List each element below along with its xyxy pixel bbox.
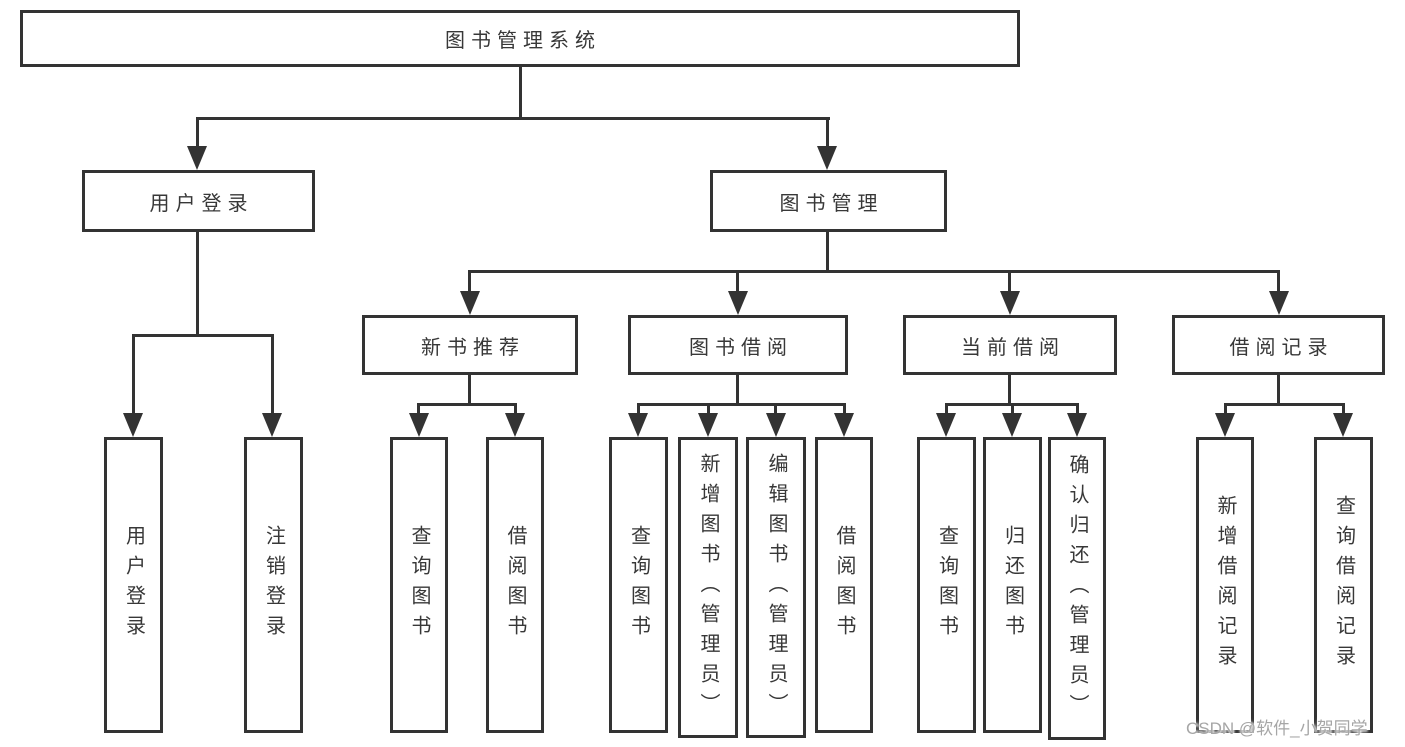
connector-stem (1076, 403, 1079, 417)
connector-stem-book-management (826, 117, 829, 150)
arrowhead-user-login (187, 146, 207, 170)
connector-user-login-horizontal (132, 334, 274, 337)
node-user-login: 用户登录 (82, 170, 315, 232)
arrowhead-leaf (936, 413, 956, 437)
connector-stem-borrow-records (1277, 270, 1280, 295)
arrowhead-leaf (834, 413, 854, 437)
node-leaf-query-book-borrow: 查询图书 (609, 437, 668, 733)
node-current-borrow: 当前借阅 (903, 315, 1117, 375)
connector-stem-user-login (196, 117, 199, 150)
node-leaf-borrow-book-recommend-label: 借阅图书 (504, 525, 526, 645)
connector-stem-current-borrow (1008, 270, 1011, 295)
node-leaf-borrow-book-borrow: 借阅图书 (815, 437, 873, 733)
node-book-borrow: 图书借阅 (628, 315, 848, 375)
connector-stem (707, 403, 710, 417)
node-current-borrow-label: 当前借阅 (961, 336, 1065, 359)
arrowhead-leaf (766, 413, 786, 437)
node-leaf-add-borrow-record: 新增借阅记录 (1196, 437, 1254, 733)
connector-stem (1224, 403, 1227, 417)
connector-book-borrow-horizontal (637, 403, 846, 406)
arrowhead-leaf (1215, 413, 1235, 437)
node-leaf-query-book-current-label: 查询图书 (935, 525, 958, 645)
connector-stem (637, 403, 640, 417)
node-leaf-return-book-label: 归还图书 (1001, 525, 1024, 645)
node-leaf-borrow-book-recommend: 借阅图书 (486, 437, 544, 733)
node-leaf-confirm-return-admin-label: 确认归还（管理员） (1066, 453, 1088, 724)
node-leaf-user-login: 用户登录 (104, 437, 163, 733)
connector-stem-book-borrow (736, 270, 739, 295)
node-leaf-logout: 注销登录 (244, 437, 303, 733)
node-leaf-edit-book-admin: 编辑图书（管理员） (746, 437, 806, 738)
node-book-management-label: 图书管理 (779, 192, 884, 215)
connector-stem (514, 403, 517, 417)
arrowhead-leaf-user-login (123, 413, 143, 437)
arrowhead-book-management (817, 146, 837, 170)
connector-book-borrow-vertical (736, 374, 739, 406)
node-leaf-query-book-recommend-label: 查询图书 (408, 525, 430, 645)
arrowhead-leaf (505, 413, 525, 437)
connector-stem (417, 403, 420, 417)
node-leaf-add-book-admin: 新增图书（管理员） (678, 437, 738, 738)
connector-stem-leaf-user-login (132, 334, 135, 417)
arrowhead-leaf (1067, 413, 1087, 437)
connector-root-vertical (519, 66, 522, 119)
arrowhead-leaf (1002, 413, 1022, 437)
node-leaf-add-book-admin-label: 新增图书（管理员） (697, 452, 719, 723)
node-leaf-confirm-return-admin: 确认归还（管理员） (1048, 437, 1106, 740)
arrowhead-borrow-records (1269, 291, 1289, 315)
node-leaf-query-borrow-record: 查询借阅记录 (1314, 437, 1373, 733)
arrowhead-current-borrow (1000, 291, 1020, 315)
node-leaf-edit-book-admin-label: 编辑图书（管理员） (765, 452, 787, 723)
node-new-book-recommend-label: 新书推荐 (421, 336, 525, 359)
node-leaf-query-borrow-record-label: 查询借阅记录 (1332, 495, 1355, 675)
connector-book-management-horizontal (468, 270, 1280, 273)
node-borrow-records-label: 借阅记录 (1229, 336, 1334, 359)
connector-stem-leaf-logout (271, 334, 274, 417)
connector-user-login-vertical (196, 231, 199, 337)
connector-current-borrow-vertical (1008, 374, 1011, 406)
node-user-login-label: 用户登录 (149, 192, 254, 215)
connector-stem (1011, 403, 1014, 417)
connector-stem (774, 403, 777, 417)
connector-new-book-recommend-horizontal (417, 403, 517, 406)
csdn-watermark: CSDN @软件_小贺同学 (1186, 719, 1368, 738)
node-leaf-return-book: 归还图书 (983, 437, 1042, 733)
connector-stem (843, 403, 846, 417)
node-leaf-logout-label: 注销登录 (262, 525, 285, 645)
arrowhead-book-borrow (728, 291, 748, 315)
arrowhead-leaf-logout (262, 413, 282, 437)
connector-stem-new-book-recommend (468, 270, 471, 295)
node-leaf-query-book-recommend: 查询图书 (390, 437, 448, 733)
node-book-borrow-label: 图书借阅 (689, 336, 793, 359)
arrowhead-leaf (1333, 413, 1353, 437)
connector-borrow-records-horizontal (1224, 403, 1345, 406)
node-new-book-recommend: 新书推荐 (362, 315, 578, 375)
arrowhead-leaf (698, 413, 718, 437)
node-root-label: 图书管理系统 (445, 30, 601, 52)
connector-new-book-recommend-vertical (468, 374, 471, 406)
node-leaf-add-borrow-record-label: 新增借阅记录 (1214, 495, 1236, 675)
node-leaf-user-login-label: 用户登录 (122, 525, 145, 645)
node-book-management: 图书管理 (710, 170, 947, 232)
connector-borrow-records-vertical (1277, 374, 1280, 406)
connector-stem (945, 403, 948, 417)
arrowhead-new-book-recommend (460, 291, 480, 315)
node-leaf-borrow-book-borrow-label: 借阅图书 (833, 525, 855, 645)
connector-book-management-vertical (826, 231, 829, 273)
node-leaf-query-book-current: 查询图书 (917, 437, 976, 733)
node-root: 图书管理系统 (20, 10, 1020, 67)
arrowhead-leaf (628, 413, 648, 437)
node-borrow-records: 借阅记录 (1172, 315, 1385, 375)
connector-stem (1342, 403, 1345, 417)
connector-root-horizontal (196, 117, 830, 120)
node-leaf-query-book-borrow-label: 查询图书 (627, 525, 650, 645)
arrowhead-leaf (409, 413, 429, 437)
